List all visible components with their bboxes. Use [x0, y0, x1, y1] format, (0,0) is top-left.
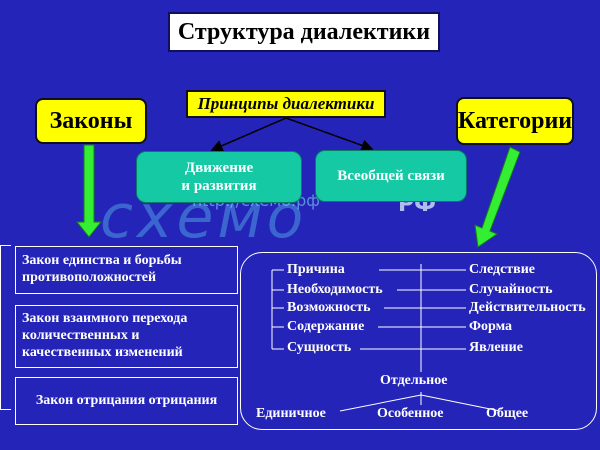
laws-header: Законы	[35, 98, 147, 144]
category-possibility: Возможность	[287, 300, 371, 315]
category-tree	[271, 264, 501, 412]
arrow-to-connection	[285, 117, 374, 152]
category-necessity: Необходимость	[287, 282, 383, 297]
category-actuality: Действительность	[469, 300, 586, 315]
principles-header: Принципы диалектики	[186, 90, 386, 118]
principle-movement-line2: и развития	[181, 178, 257, 194]
law-negation-of-negation: Закон отрицания отрицания	[15, 377, 238, 425]
category-cause: Причина	[287, 262, 345, 277]
green-arrow-laws	[75, 144, 103, 238]
arrow-to-movement	[210, 117, 287, 152]
green-arrow-categories	[474, 146, 521, 248]
principle-movement-line1: Движение	[184, 160, 254, 176]
category-essence: Сущность	[287, 340, 352, 355]
law-unity-of-opposites: Закон единства и борьбы противоположност…	[15, 246, 238, 294]
category-general: Общее	[486, 406, 529, 421]
category-content: Содержание	[287, 319, 365, 334]
category-chance: Случайность	[469, 282, 553, 297]
categories-header: Категории	[456, 97, 574, 145]
category-effect: Следствие	[469, 262, 536, 277]
category-particular: Особенное	[377, 406, 444, 421]
law-quantity-quality: Закон взаимного перехода количественных …	[15, 305, 238, 368]
category-phenomenon: Явление	[469, 340, 523, 355]
principle-universal-connection: Всеобщей связи	[315, 150, 467, 202]
category-separate: Отдельное	[380, 373, 448, 388]
category-form: Форма	[469, 319, 513, 334]
category-single: Единичное	[256, 406, 326, 421]
laws-bracket	[0, 245, 11, 410]
diagram-title: Структура диалектики	[168, 12, 440, 52]
categories-frame	[240, 252, 597, 430]
principle-movement: Движение и развития	[136, 151, 302, 203]
